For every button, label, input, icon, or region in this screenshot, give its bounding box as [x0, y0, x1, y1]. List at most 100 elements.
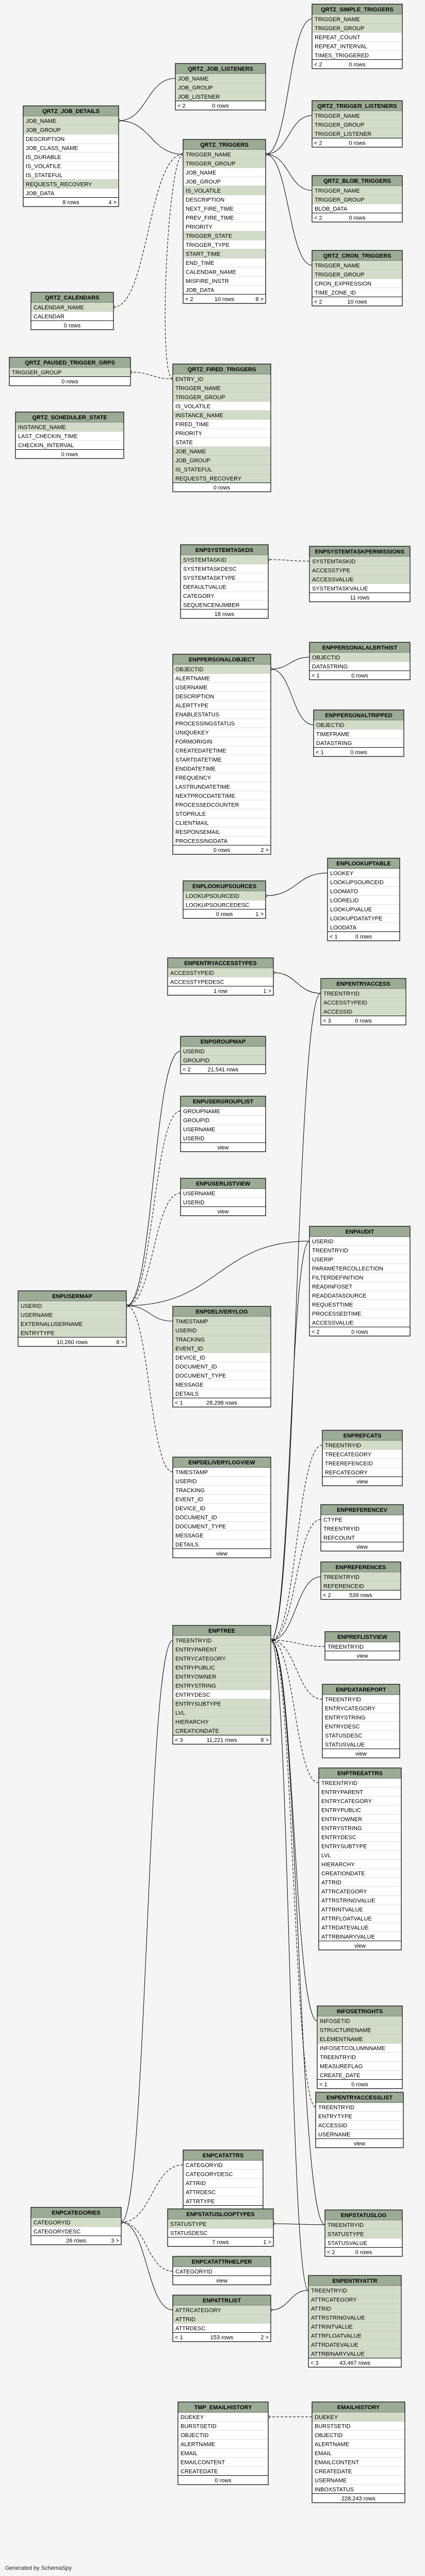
key-column-bg — [173, 383, 270, 392]
key-column-bg — [31, 2218, 121, 2227]
column-name: MESSAGE — [175, 1533, 203, 1539]
column-name: USERID — [183, 1136, 205, 1142]
table-enppersonaltripped[interactable]: ENPPERSONALTRIPPEDOBJECTIDTIMEFRAMEDATAS… — [313, 709, 404, 757]
parents-count: < 2 — [177, 103, 186, 109]
children-count: 3 > — [111, 2238, 119, 2244]
relationship-line — [121, 2164, 184, 2223]
table-enpaudit[interactable]: ENPAUDITUSERIDTREENTRYIDUSERIPPARAMETERC… — [309, 1226, 411, 1337]
table-qrtz-scheduler-state[interactable]: QRTZ_SCHEDULER_STATEINSTANCE_NAMELAST_CH… — [15, 412, 124, 459]
column-name: TIMEFRAME — [316, 732, 350, 738]
column-name: GROUPID — [183, 1058, 209, 1064]
column-name: ATTRCATEGORY — [321, 1889, 367, 1895]
column-name: ATTRDESC — [175, 2326, 206, 2332]
column-name: TREENTRYID — [320, 2055, 356, 2061]
table-qrtz-trigger-listeners[interactable]: QRTZ_TRIGGER_LISTENERSTRIGGER_NAMETRIGGE… — [312, 100, 403, 148]
table-enpusergrouplist[interactable]: ENPUSERGROUPLISTGROUPNAMEGROUPIDUSERNAME… — [180, 1096, 266, 1152]
column-name: ENTRYSUBTYPE — [321, 1844, 367, 1850]
row-count: 0 rows — [351, 2082, 368, 2088]
column-name: TRIGGER_NAME — [315, 263, 360, 269]
table-enpdeliverylogview[interactable]: ENPDELIVERYLOGVIEWTIMESTAMPUSERIDTRACKIN… — [172, 1457, 271, 1558]
column-name: PROCESSINGSTATUS — [175, 721, 235, 727]
column-name: FORMORIGIN — [175, 739, 213, 745]
column-name: EMAIL — [315, 2451, 332, 2457]
table-enpdatareport[interactable]: ENPDATAREPORTTREENTRYIDENTRYCATEGORYENTR… — [322, 1684, 400, 1759]
column-name: TRIGGER_GROUP — [315, 197, 365, 203]
row-count: view — [216, 1551, 227, 1557]
column-name: IS_DURABLE — [26, 154, 61, 161]
table-enpentryaccesstypes[interactable]: ENPENTRYACCESSTYPESACCESSTYPEIDACCESSTYP… — [167, 957, 274, 996]
column-name: OBJECTID — [316, 722, 344, 729]
table-qrtz-triggers[interactable]: QRTZ_TRIGGERSTRIGGER_NAMETRIGGER_GROUPJO… — [183, 139, 266, 304]
table-enpsystemtaskpermissions[interactable]: ENPSYSTEMTASKPERMISSIONSSYSTEMTASKIDACCE… — [309, 546, 411, 603]
table-title: ENPREFLISTVIEW — [337, 1634, 387, 1640]
column-name: ATTRSTRINGVALUE — [311, 2315, 365, 2321]
column-name: MEASUREFLAG — [320, 2064, 363, 2070]
table-enpusermap[interactable]: ENPUSERMAPUSERIDUSERNAMEEXTERNALUSERNAME… — [18, 1290, 127, 1347]
table-tmp-emailhistory[interactable]: TMP_EMAILHISTORYDUEKEYBURSTSETIDOBJECTID… — [177, 2401, 269, 2485]
key-column-bg — [176, 92, 265, 101]
table-enpentryaccesslist[interactable]: ENPENTRYACCESSLISTTREENTRYIDENTRYTYPEACC… — [315, 2092, 404, 2148]
table-nodes: QRTZ_JOB_DETAILSJOB_NAMEJOB_GROUPDESCRIP… — [9, 4, 411, 2503]
table-qrtz-simple-triggers[interactable]: QRTZ_SIMPLE_TRIGGERSTRIGGER_NAMETRIGGER_… — [312, 4, 403, 69]
column-name: REQUESTS_RECOVERY — [26, 182, 92, 188]
column-name: CATEGORY — [183, 593, 215, 599]
table-title: ENPENTRYATTR — [333, 2278, 378, 2284]
column-name: SEQUENCENUMBER — [183, 603, 239, 609]
column-name: CRON_EXPRESSION — [315, 281, 371, 287]
table-enplookupsources[interactable]: ENPLOOKUPSOURCESLOOKUPSOURCEIDLOOKUPSOUR… — [183, 880, 266, 919]
table-enpreferencecats[interactable]: ENPREFCATSTREENTRYIDTREECATEGORYTREEREFE… — [322, 1430, 403, 1487]
column-name: STATUSVALUE — [328, 2240, 367, 2247]
table-enppersonalalerthist[interactable]: ENPPERSONALALERTHISTOBJECTIDDATASTRING< … — [309, 642, 411, 681]
table-qrtz-job-details[interactable]: QRTZ_JOB_DETAILSJOB_NAMEJOB_GROUPDESCRIP… — [23, 105, 119, 207]
key-column-bg — [173, 1717, 270, 1726]
table-qrtz-fired-triggers[interactable]: QRTZ_FIRED_TRIGGERSENTRY_IDTRIGGER_NAMET… — [172, 364, 271, 493]
table-enpsetrights[interactable]: INFOSETRIGHTSINFOSETIDSTRUCTURENAMEELEME… — [317, 2005, 403, 2089]
table-enppersonalobject[interactable]: ENPPERSONALOBJECTOBJECTIDALERTNAMEUSERNA… — [172, 654, 271, 855]
column-name: DUEKEY — [181, 2414, 204, 2421]
column-name: ENTRYTYPE — [21, 1331, 55, 1337]
parents-count: < 1 — [316, 750, 324, 756]
table-enptreeattrs[interactable]: ENPTREEATTRSTREENTRYIDENTRYPARENTENTRYCA… — [318, 1767, 402, 1951]
key-column-bg — [309, 2331, 401, 2340]
table-enpdeliverylog[interactable]: ENPDELIVERYLOGTIMESTAMPUSERIDTRACKINGEVE… — [172, 1306, 271, 1408]
column-name: DEVICE_ID — [175, 1355, 205, 1361]
column-name: ENTRYDESC — [321, 1835, 356, 1841]
column-name: ATTRDATEVALUE — [321, 1925, 369, 1931]
table-enpstatuslooptypes[interactable]: ENPSTATUSLOOPTYPESSTATUSTYPESTATUSDESC7 … — [167, 2208, 274, 2247]
column-name: READINFOSET — [312, 1284, 353, 1290]
table-enpsystemtaskds[interactable]: ENPSYSTEMTASKDSSYSTEMTASKIDSYSTEMTASKDES… — [180, 544, 269, 619]
table-emailhistory[interactable]: EMAILHISTORYDUEKEYBURSTSETIDOBJECTIDALER… — [312, 2401, 405, 2503]
column-name: ATTRID — [321, 1880, 341, 1886]
row-count: 0 rows — [64, 323, 81, 329]
key-column-bg — [173, 1335, 270, 1344]
column-name: CATEGORYID — [175, 2269, 213, 2275]
column-name: START_TIME — [186, 251, 220, 258]
column-name: JOB_CLASS_NAME — [26, 146, 78, 152]
key-column-bg — [173, 410, 270, 420]
table-enpcatattrs[interactable]: ENPCATATTRSCATEGORYIDCATEGORYDESCATTRIDA… — [183, 2150, 264, 2215]
column-name: LOORELID — [330, 898, 359, 904]
row-count: 0 rows — [349, 215, 366, 222]
table-enpentryaccess[interactable]: ENPENTRYACCESSTREENTRYIDACCESSTYPEIDACCE… — [320, 978, 406, 1025]
row-count: 0 rows — [214, 485, 231, 491]
table-title: QRTZ_PAUSED_TRIGGER_GRPS — [25, 360, 115, 366]
table-enpentryattr[interactable]: ENPENTRYATTRTREENTRYIDATTRCATEGORYATTRID… — [308, 2275, 402, 2368]
table-qrtz-blob-triggers[interactable]: QRTZ_BLOB_TRIGGERSTRIGGER_NAMETRIGGER_GR… — [312, 175, 403, 223]
table-enptree[interactable]: ENPTREETREENTRYIDENTRYPARENTENTRYCATEGOR… — [172, 1625, 271, 1745]
table-qrtz-cron-triggers[interactable]: QRTZ_CRON_TRIGGERSTRIGGER_NAMETRIGGER_GR… — [312, 250, 403, 307]
column-name: DETAILS — [175, 1542, 199, 1548]
table-qrtz-job-listeners[interactable]: QRTZ_JOB_LISTENERSJOB_NAMEJOB_GROUPJOB_L… — [175, 63, 266, 110]
key-column-bg — [168, 2219, 273, 2229]
table-enplookuptable[interactable]: ENPLOOKUPTABLELOOKEYLOOKUPSOURCEIDLOOMAT… — [327, 858, 400, 941]
table-enpstatuslog[interactable]: ENPSTATUSLOGTREENTRYIDSTATUSTYPESTATUSVA… — [324, 2209, 403, 2257]
